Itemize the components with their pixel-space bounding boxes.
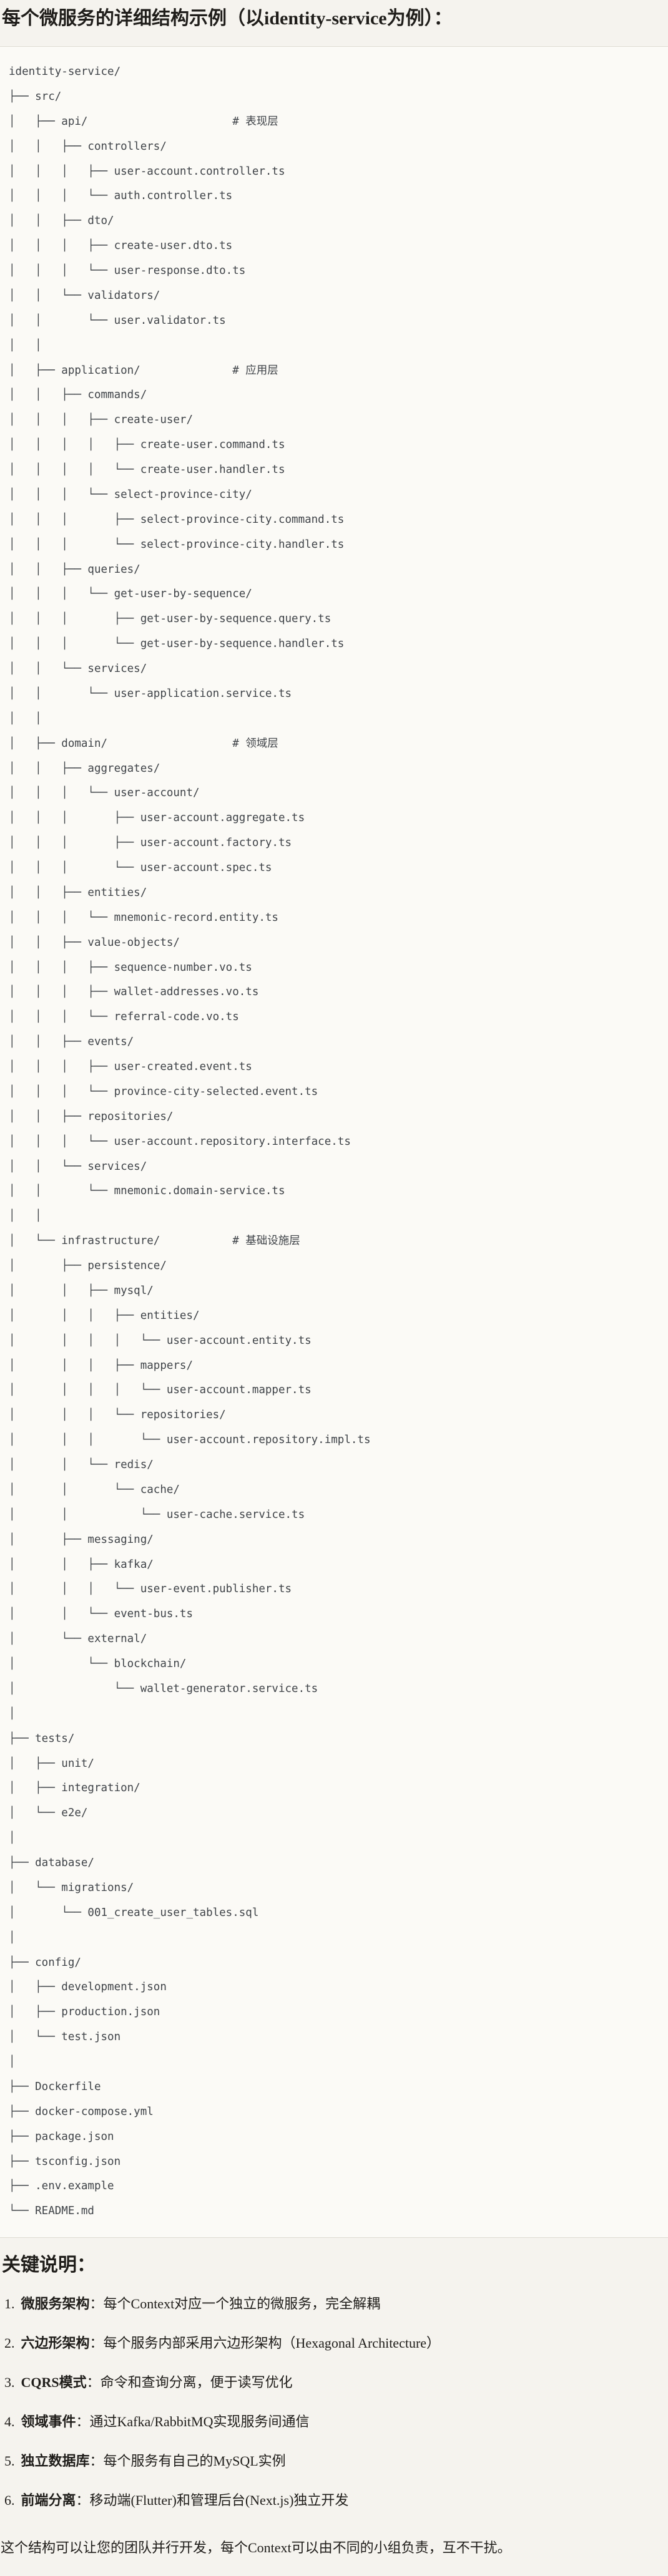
list-item: 5. 独立数据库：每个服务有自己的MySQL实例 (4, 2449, 668, 2474)
note-label: 六边形架构 (21, 2335, 90, 2351)
note-text: ：每个Context对应一个独立的微服务，完全解耦 (89, 2296, 381, 2312)
note-label: 前端分离 (21, 2492, 76, 2509)
file-tree: identity-service/ ├── src/ │ ├── api/ # … (9, 66, 371, 2218)
note-label: 微服务架构 (21, 2296, 90, 2312)
list-item: 1. 微服务架构：每个Context对应一个独立的微服务，完全解耦 (4, 2292, 668, 2316)
list-item: 6. 前端分离：移动端(Flutter)和管理后台(Next.js)独立开发 (4, 2488, 668, 2513)
note-text: ：每个服务有自己的MySQL实例 (89, 2453, 286, 2469)
note-text: ：通过Kafka/RabbitMQ实现服务间通信 (76, 2414, 310, 2430)
closing-paragraph: 这个结构可以让您的团队并行开发，每个Context可以由不同的小组负责，互不干扰… (1, 2540, 511, 2556)
notes-heading: 关键说明： (2, 2255, 96, 2276)
note-label: 领域事件 (21, 2414, 76, 2430)
note-number: 3. (4, 2374, 15, 2391)
note-text: ：移动端(Flutter)和管理后台(Next.js)独立开发 (76, 2492, 349, 2509)
note-text: ：每个服务内部采用六边形架构（Hexagonal Architecture） (89, 2335, 441, 2351)
note-label: 独立数据库 (21, 2453, 90, 2469)
note-number: 5. (4, 2453, 15, 2469)
list-item: 4. 领域事件：通过Kafka/RabbitMQ实现服务间通信 (4, 2409, 668, 2434)
note-label: CQRS模式 (21, 2374, 87, 2391)
page-title: 每个微服务的详细结构示例（以identity-service为例）： (2, 8, 453, 29)
list-item: 2. 六边形架构：每个服务内部采用六边形架构（Hexagonal Architec… (4, 2331, 668, 2356)
note-text: ：命令和查询分离，便于读写优化 (86, 2374, 293, 2391)
list-item: 3. CQRS模式：命令和查询分离，便于读写优化 (4, 2370, 668, 2395)
note-number: 4. (4, 2414, 15, 2430)
note-number: 1. (4, 2296, 15, 2312)
note-number: 6. (4, 2492, 15, 2509)
note-number: 2. (4, 2335, 15, 2351)
code-block: identity-service/ ├── src/ │ ├── api/ # … (0, 46, 668, 2238)
